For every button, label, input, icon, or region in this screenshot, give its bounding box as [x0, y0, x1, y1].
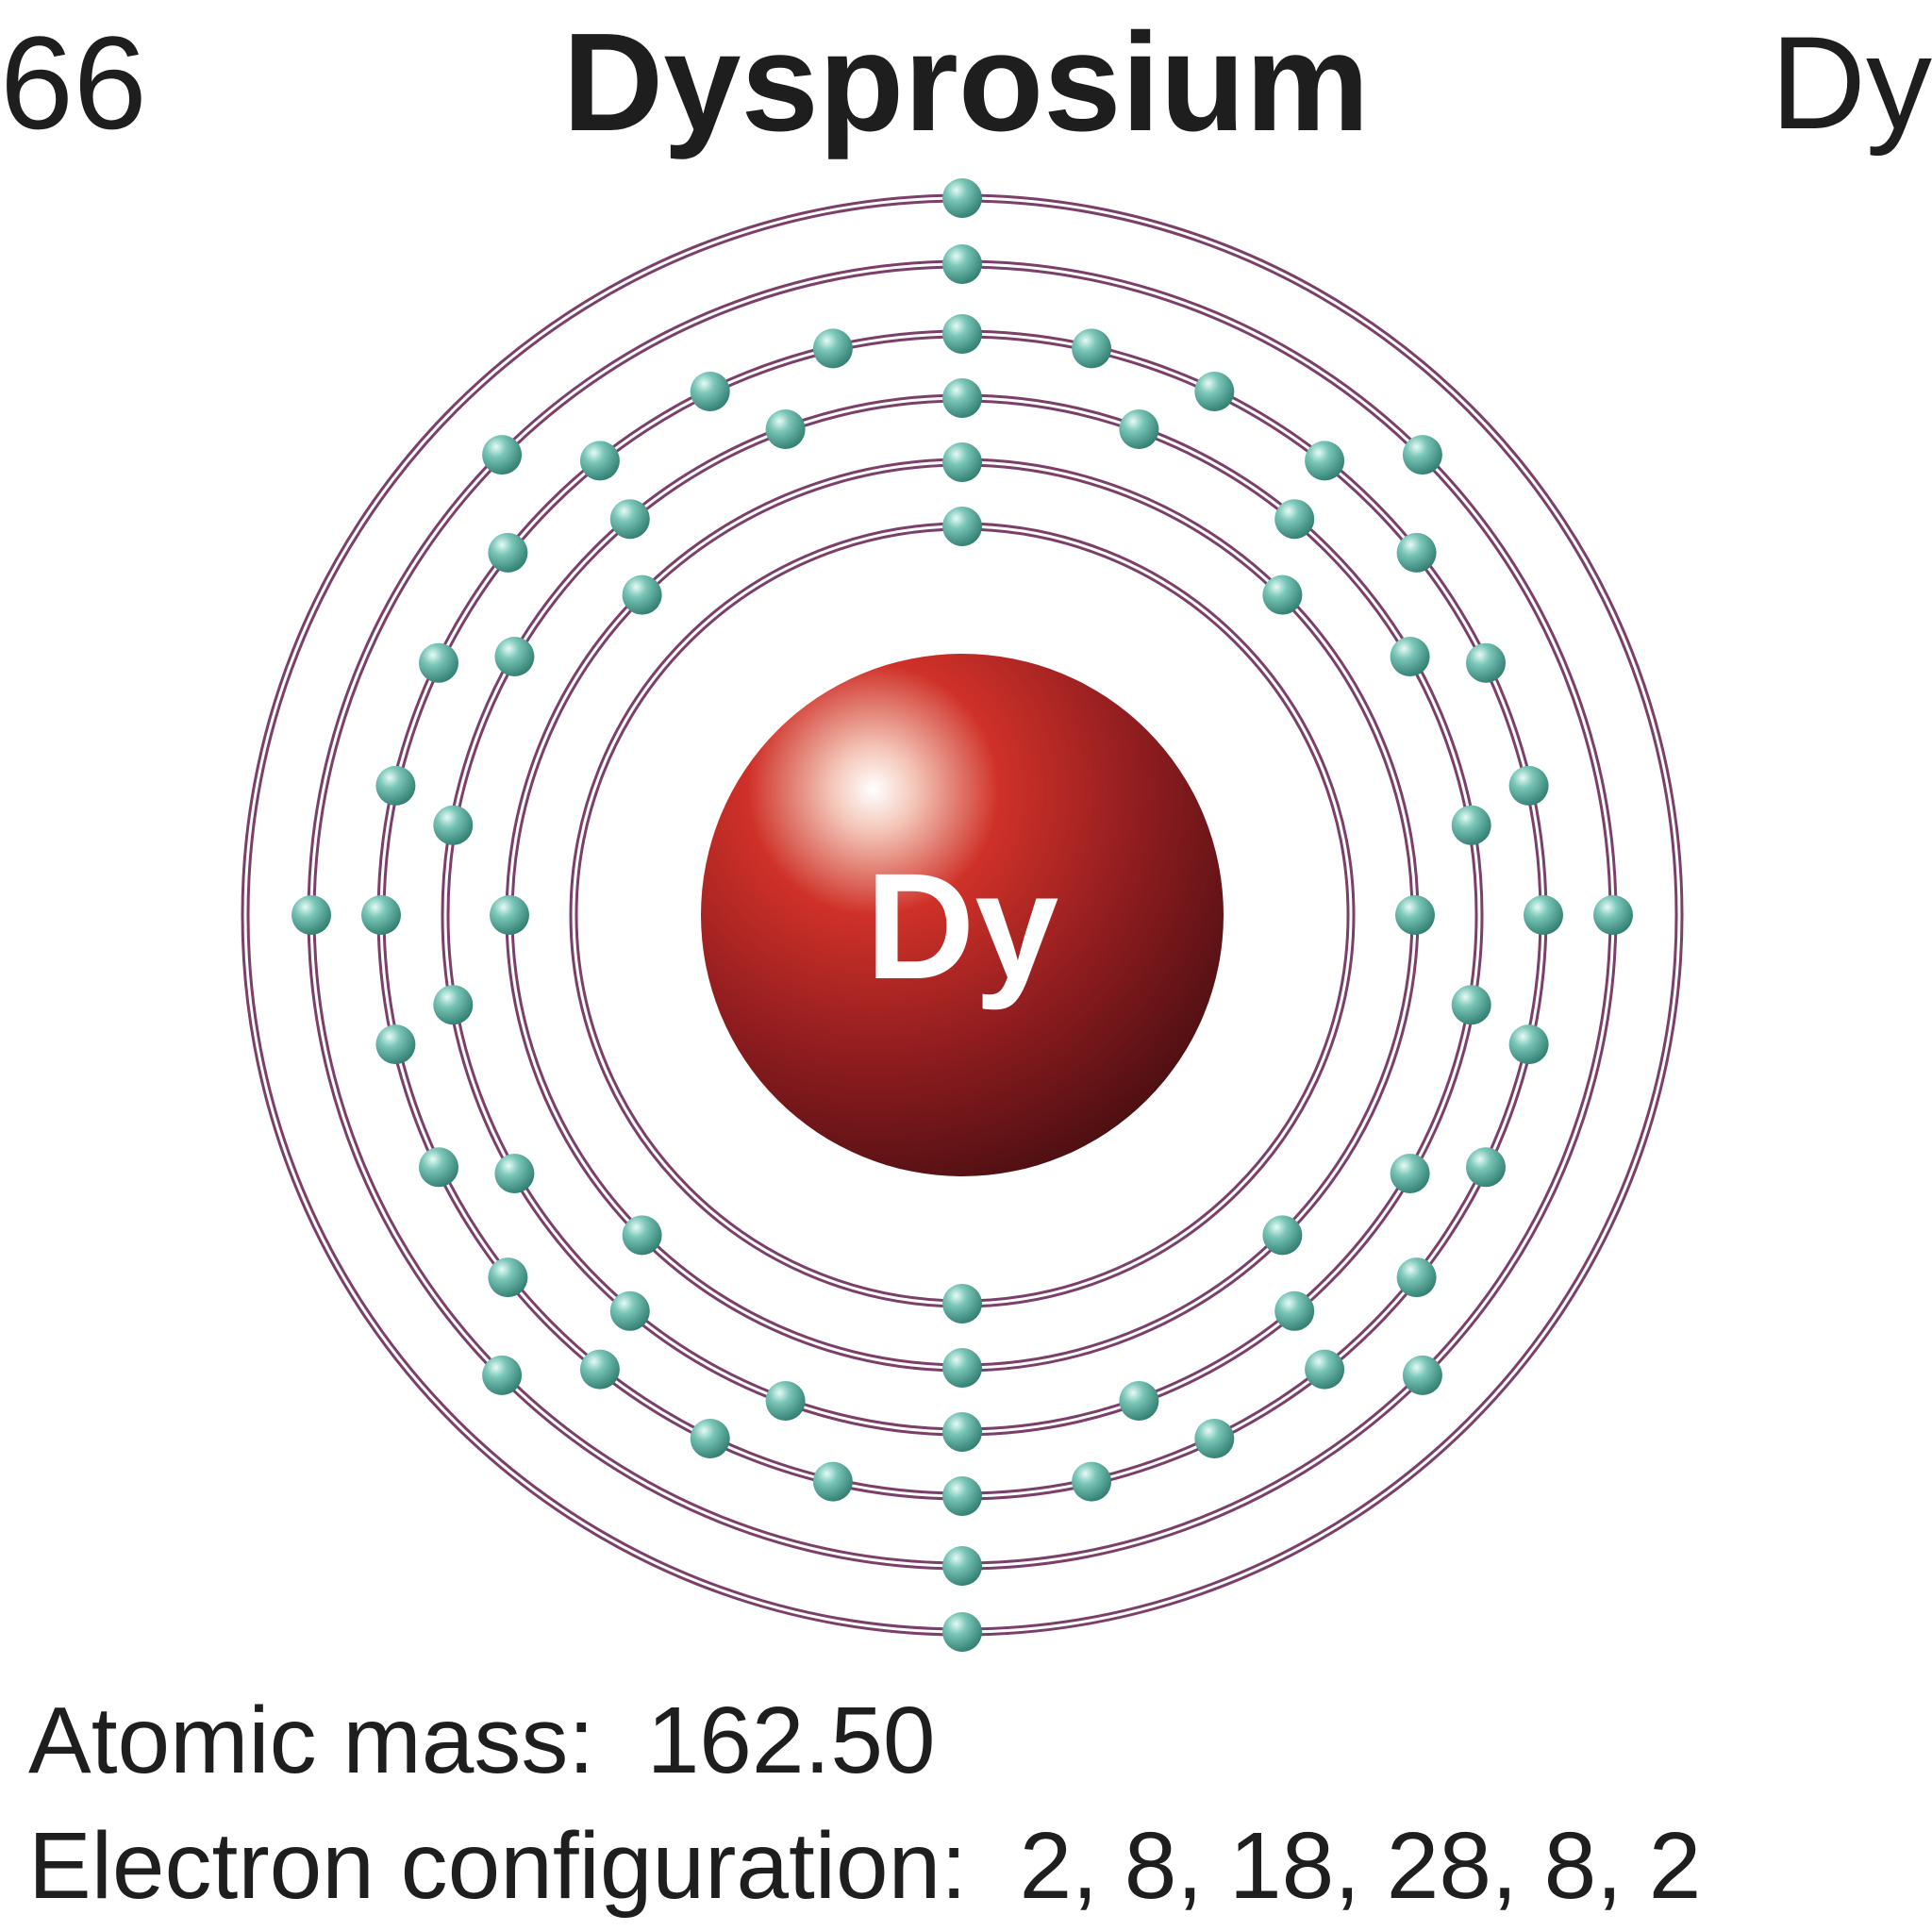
electrons — [291, 178, 1633, 1652]
electron — [765, 1381, 806, 1421]
electron — [812, 328, 853, 369]
electron — [1593, 895, 1633, 935]
electron — [579, 1349, 620, 1390]
electron — [482, 435, 523, 475]
electron — [942, 178, 982, 218]
electron — [1466, 642, 1506, 683]
electron — [942, 442, 982, 482]
electron — [765, 409, 806, 449]
atomic-mass-label: Atomic mass: — [28, 1688, 595, 1793]
electron — [1119, 409, 1159, 449]
electron — [609, 1290, 650, 1331]
electron — [942, 244, 982, 284]
electron — [1119, 1381, 1159, 1421]
electron — [622, 1215, 662, 1256]
electron — [1274, 499, 1315, 540]
electron — [942, 1348, 982, 1388]
element-symbol: Dy — [1770, 8, 1932, 157]
electron-configuration-value: 2, 8, 18, 28, 8, 2 — [1019, 1813, 1702, 1919]
electron — [942, 1412, 982, 1452]
electron — [433, 805, 474, 845]
electron — [1194, 1419, 1235, 1458]
electron — [942, 1612, 982, 1652]
electron — [579, 441, 620, 481]
electron — [1194, 372, 1235, 411]
electron — [291, 895, 331, 935]
electron — [1072, 328, 1112, 369]
electron — [494, 637, 535, 676]
electron — [1402, 1355, 1442, 1395]
electron — [1508, 765, 1549, 806]
electron — [1451, 985, 1491, 1025]
electron — [1305, 441, 1345, 481]
nucleus-symbol: Dy — [866, 841, 1059, 1010]
electron — [433, 985, 474, 1025]
electron — [942, 314, 982, 354]
electron — [942, 1546, 982, 1586]
electron — [1262, 574, 1303, 615]
electron — [1390, 1154, 1430, 1193]
electron — [419, 1147, 458, 1188]
electron — [488, 532, 528, 573]
electron — [812, 1461, 853, 1502]
electron — [361, 895, 401, 935]
electron — [375, 1024, 416, 1065]
electron — [942, 507, 982, 546]
electron — [1508, 1024, 1549, 1065]
element-name: Dysprosium — [562, 5, 1370, 160]
electron — [494, 1154, 535, 1193]
electron — [1305, 1349, 1345, 1390]
electron — [1466, 1147, 1506, 1188]
electron — [419, 642, 458, 683]
electron — [622, 574, 662, 615]
electron — [1396, 532, 1437, 573]
electron — [1396, 1257, 1437, 1298]
electron — [1402, 435, 1442, 475]
electron — [375, 765, 416, 806]
electron — [1274, 1290, 1315, 1331]
electron — [1524, 895, 1563, 935]
nucleus — [701, 654, 1224, 1176]
electron — [942, 1284, 982, 1323]
electron — [1390, 637, 1430, 676]
electron — [1395, 895, 1435, 935]
electron-configuration-label: Electron configuration: — [28, 1813, 968, 1919]
electron-configuration-row: Electron configuration: 2, 8, 18, 28, 8,… — [28, 1819, 1701, 1913]
electron — [942, 378, 982, 418]
electron — [1451, 805, 1491, 845]
electron — [1262, 1215, 1303, 1256]
atomic-mass-row: Atomic mass: 162.50 — [28, 1693, 936, 1788]
electron — [490, 895, 529, 935]
atomic-number: 66 — [0, 8, 147, 157]
electron — [488, 1257, 528, 1298]
atomic-mass-value: 162.50 — [646, 1688, 936, 1793]
electron — [690, 372, 730, 411]
electron — [1072, 1461, 1112, 1502]
electron — [482, 1355, 523, 1395]
electron — [690, 1419, 730, 1458]
electron — [609, 499, 650, 540]
electron — [942, 1476, 982, 1516]
